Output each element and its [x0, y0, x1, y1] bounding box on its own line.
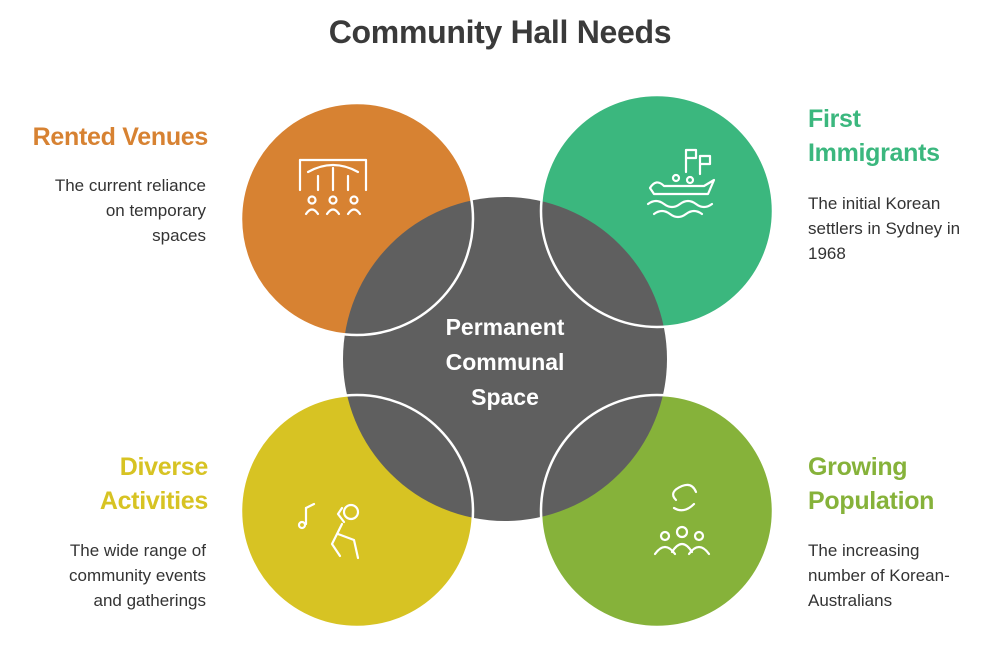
diverse-activities-title: Diverse Activities [99, 453, 208, 515]
diverse-activities-description: The wide range of community events and g… [69, 541, 206, 610]
rented-venues-description: The current reliance on temporary spaces [54, 176, 206, 245]
group-growth-icon [653, 483, 711, 556]
overlap-outlines [239, 93, 775, 629]
first-immigrants-title: First Immigrants [808, 105, 940, 167]
rented-venues-title: Rented Venues [32, 123, 209, 151]
center-label-line: Permanent [445, 314, 565, 340]
growing-population-title: Growing Population [808, 453, 935, 515]
singer-icon [297, 502, 360, 560]
first-immigrants-description: The initial Korean settlers in Sydney in… [808, 194, 961, 263]
ship-icon [646, 148, 716, 219]
center-label-line: Communal [445, 349, 565, 375]
page-title: Community Hall Needs [328, 14, 672, 50]
venue-crowd-icon [298, 158, 368, 216]
center-label-line: Space [471, 384, 539, 410]
center-label: Permanent Communal Space [400, 310, 610, 415]
center-circle [343, 197, 667, 521]
growing-population-description: The increasing number of Korean- Austral… [808, 541, 950, 610]
